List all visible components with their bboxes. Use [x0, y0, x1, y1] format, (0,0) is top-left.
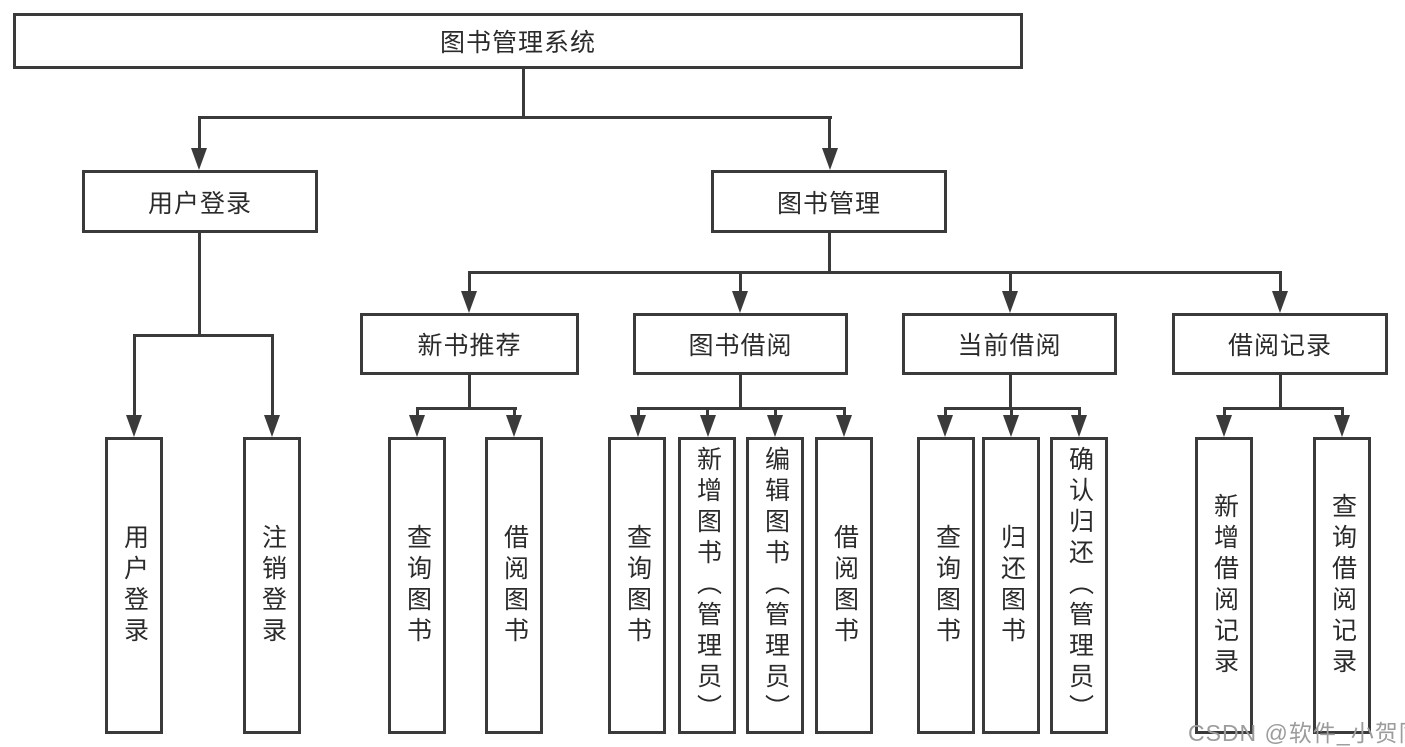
arrowhead-down-icon — [767, 415, 783, 437]
leaf-label: 查询借阅记录 — [1328, 492, 1357, 679]
arrowhead-down-icon — [1003, 415, 1019, 437]
connector-line — [416, 407, 419, 421]
connector-line — [1279, 271, 1282, 297]
connector-line — [1341, 407, 1344, 421]
leaf-query-books: 查询图书 — [388, 437, 446, 734]
arrowhead-down-icon — [1334, 415, 1350, 437]
leaf-borrow-books: 借阅图书 — [485, 437, 543, 734]
connector-line — [198, 116, 201, 150]
connector-line — [828, 233, 831, 274]
node-book-management: 图书管理 — [711, 170, 947, 233]
connector-line — [468, 271, 471, 297]
connector-line — [1279, 375, 1282, 410]
connector-line — [944, 407, 947, 421]
connector-line — [637, 407, 846, 410]
node-label: 图书管理系统 — [439, 29, 596, 57]
connector-line — [828, 116, 831, 150]
arrowhead-down-icon — [836, 415, 852, 437]
leaf-return-books: 归还图书 — [982, 437, 1040, 734]
connector-line — [1223, 407, 1226, 421]
node-borrowing-records: 借阅记录 — [1172, 313, 1388, 375]
connector-line — [271, 334, 274, 419]
arrowhead-down-icon — [822, 148, 838, 170]
arrowhead-down-icon — [264, 415, 280, 437]
node-user-login: 用户登录 — [82, 170, 318, 233]
arrowhead-down-icon — [630, 415, 646, 437]
leaf-label: 新增借阅记录 — [1210, 492, 1239, 679]
node-book-borrowing: 图书借阅 — [633, 313, 848, 375]
leaf-query-books: 查询图书 — [608, 437, 666, 734]
leaf-add-books-admin: 新增图书（管理员） — [678, 437, 736, 734]
arrowhead-down-icon — [1216, 415, 1232, 437]
connector-line — [198, 116, 832, 119]
connector-line — [637, 407, 640, 421]
leaf-confirm-return-admin: 确认归还（管理员） — [1050, 437, 1108, 734]
leaf-logout: 注销登录 — [243, 437, 301, 734]
node-label: 图书管理 — [776, 189, 881, 218]
arrowhead-down-icon — [732, 291, 748, 313]
leaf-edit-books-admin: 编辑图书（管理员） — [746, 437, 804, 734]
arrowhead-down-icon — [1071, 415, 1087, 437]
leaf-label: 查询图书 — [403, 523, 432, 648]
node-label: 新书推荐 — [417, 332, 522, 360]
leaf-label: 用户登录 — [120, 523, 149, 648]
node-book-management-system: 图书管理系统 — [13, 13, 1023, 69]
arrowhead-down-icon — [700, 415, 716, 437]
leaf-label: 编辑图书（管理员） — [761, 446, 790, 725]
connector-line — [774, 407, 777, 421]
connector-line — [522, 68, 525, 119]
leaf-label: 注销登录 — [258, 523, 287, 648]
connector-line — [739, 375, 742, 410]
connector-line — [198, 233, 201, 337]
connector-line — [133, 334, 274, 337]
node-new-book-recommendation: 新书推荐 — [360, 313, 579, 375]
connector-line — [1009, 375, 1012, 410]
node-label: 当前借阅 — [957, 332, 1062, 360]
csdn-watermark: CSDN @软件_小贺同学 — [1188, 720, 1405, 746]
connector-line — [1078, 407, 1081, 421]
arrowhead-down-icon — [1002, 291, 1018, 313]
leaf-user-login: 用户登录 — [105, 437, 163, 734]
arrowhead-down-icon — [1272, 291, 1288, 313]
leaf-query-borrow-record: 查询借阅记录 — [1313, 437, 1371, 734]
leaf-label: 借阅图书 — [500, 523, 529, 648]
arrowhead-down-icon — [126, 415, 142, 437]
leaf-query-books: 查询图书 — [917, 437, 975, 734]
connector-line — [706, 407, 709, 421]
connector-line — [513, 407, 516, 421]
connector-line — [468, 375, 471, 410]
node-label: 借阅记录 — [1227, 332, 1332, 360]
arrowhead-down-icon — [506, 415, 522, 437]
arrowhead-down-icon — [191, 148, 207, 170]
connector-line — [133, 334, 136, 419]
connector-line — [468, 271, 1282, 274]
arrowhead-down-icon — [409, 415, 425, 437]
leaf-label: 归还图书 — [997, 523, 1026, 648]
node-label: 用户登录 — [147, 189, 252, 218]
leaf-label: 新增图书（管理员） — [693, 446, 722, 725]
arrowhead-down-icon — [937, 415, 953, 437]
connector-line — [1009, 271, 1012, 297]
connector-line — [739, 271, 742, 297]
leaf-label: 查询图书 — [932, 523, 961, 648]
connector-line — [843, 407, 846, 421]
arrowhead-down-icon — [461, 291, 477, 313]
connector-line — [1010, 407, 1013, 421]
leaf-borrow-books: 借阅图书 — [815, 437, 873, 734]
leaf-label: 借阅图书 — [830, 523, 859, 648]
connector-line — [1223, 407, 1344, 410]
leaf-label: 查询图书 — [623, 523, 652, 648]
leaf-label: 确认归还（管理员） — [1065, 446, 1094, 725]
leaf-add-borrow-record: 新增借阅记录 — [1195, 437, 1253, 734]
connector-line — [416, 407, 517, 410]
node-label: 图书借阅 — [688, 332, 793, 360]
node-current-borrowing: 当前借阅 — [902, 313, 1117, 375]
